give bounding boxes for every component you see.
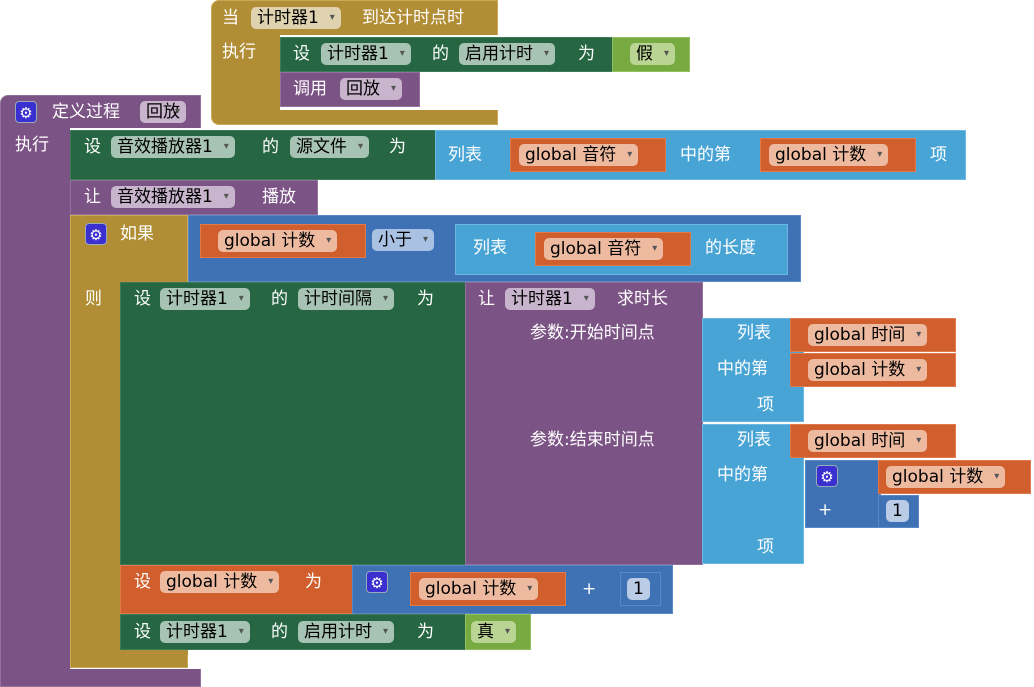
item-label: 项 — [757, 395, 774, 415]
list-select-item-block[interactable] — [702, 318, 804, 422]
variable-dropdown[interactable]: global 计数 — [886, 466, 1006, 488]
method-label: 播放 — [262, 187, 296, 207]
variable-dropdown[interactable]: global 计数 — [160, 571, 280, 593]
define-label: 定义过程 — [52, 102, 120, 122]
component-dropdown[interactable]: 计时器1 — [505, 288, 595, 310]
set-label: 设 — [134, 289, 151, 309]
component-dropdown[interactable]: 计时器1 — [160, 621, 250, 643]
gear-icon[interactable]: ⚙ — [85, 223, 107, 245]
number-field[interactable]: 1 — [886, 500, 909, 522]
set-label: 设 — [134, 622, 151, 642]
component-dropdown[interactable]: 计时器1 — [321, 43, 411, 65]
item-label: 项 — [757, 537, 774, 557]
list-label: 列表 — [473, 238, 507, 258]
set-label: 设 — [134, 572, 151, 592]
call-label: 调用 — [293, 79, 327, 99]
boolean-dropdown[interactable]: 假 — [630, 43, 675, 65]
index-label: 中的第 — [717, 359, 768, 379]
to-label: 为 — [389, 137, 406, 157]
do-label: 执行 — [15, 135, 49, 155]
item-label: 项 — [930, 145, 947, 165]
of-label: 的 — [271, 289, 288, 309]
plus-label: + — [582, 579, 597, 599]
variable-dropdown[interactable]: global 计数 — [808, 359, 928, 381]
index-label: 中的第 — [717, 465, 768, 485]
variable-dropdown[interactable]: global 计数 — [218, 230, 338, 252]
operator-dropdown[interactable]: 小于 — [372, 229, 434, 251]
variable-dropdown[interactable]: global 音符 — [544, 238, 664, 260]
component-dropdown[interactable]: 计时器1 — [160, 288, 250, 310]
arg-start-label: 参数:开始时间点 — [530, 323, 655, 343]
procedure-name-field[interactable]: 回放 — [140, 101, 186, 123]
variable-dropdown[interactable]: global 计数 — [419, 578, 539, 600]
variable-dropdown[interactable]: global 时间 — [808, 430, 928, 452]
method-label: 求时长 — [617, 289, 668, 309]
let-label: 让 — [478, 289, 495, 309]
component-dropdown[interactable]: 音效播放器1 — [111, 186, 235, 208]
list-label: 列表 — [448, 145, 482, 165]
variable-dropdown[interactable]: global 计数 — [769, 144, 889, 166]
set-interval-block[interactable] — [120, 282, 466, 565]
number-field[interactable]: 1 — [627, 578, 650, 600]
gear-icon[interactable]: ⚙ — [366, 571, 388, 593]
boolean-dropdown[interactable]: 真 — [471, 621, 516, 643]
component-dropdown[interactable]: 音效播放器1 — [111, 136, 235, 158]
let-label: 让 — [84, 187, 101, 207]
set-label: 设 — [84, 137, 101, 157]
to-label: 为 — [417, 289, 434, 309]
property-dropdown[interactable]: 源文件 — [290, 136, 369, 158]
length-label: 的长度 — [705, 238, 756, 258]
gear-icon[interactable]: ⚙ — [816, 465, 838, 487]
set-label: 设 — [293, 44, 310, 64]
list-label: 列表 — [737, 323, 771, 343]
of-label: 的 — [262, 137, 279, 157]
property-dropdown[interactable]: 启用计时 — [298, 621, 394, 643]
list-select-item-block[interactable] — [702, 424, 804, 564]
variable-dropdown[interactable]: global 时间 — [808, 324, 928, 346]
of-label: 的 — [271, 622, 288, 642]
to-label: 为 — [578, 44, 595, 64]
when-label: 当 — [222, 8, 239, 28]
duration-method-block[interactable] — [465, 282, 703, 565]
component-dropdown[interactable]: 计时器1 — [251, 7, 341, 29]
event-name-label: 到达计时点时 — [362, 8, 464, 28]
variable-dropdown[interactable]: global 音符 — [519, 144, 639, 166]
procedure-dropdown[interactable]: 回放 — [340, 78, 402, 100]
property-dropdown[interactable]: 计时间隔 — [298, 288, 394, 310]
list-label: 列表 — [737, 430, 771, 450]
plus-label: + — [818, 500, 833, 520]
do-label: 执行 — [222, 42, 256, 62]
to-label: 为 — [417, 622, 434, 642]
property-dropdown[interactable]: 启用计时 — [459, 43, 555, 65]
if-label: 如果 — [120, 224, 154, 244]
index-label: 中的第 — [680, 145, 731, 165]
gear-icon[interactable]: ⚙ — [15, 101, 37, 123]
to-label: 为 — [305, 572, 322, 592]
then-label: 则 — [85, 289, 102, 309]
arg-end-label: 参数:结束时间点 — [530, 430, 655, 450]
of-label: 的 — [432, 44, 449, 64]
